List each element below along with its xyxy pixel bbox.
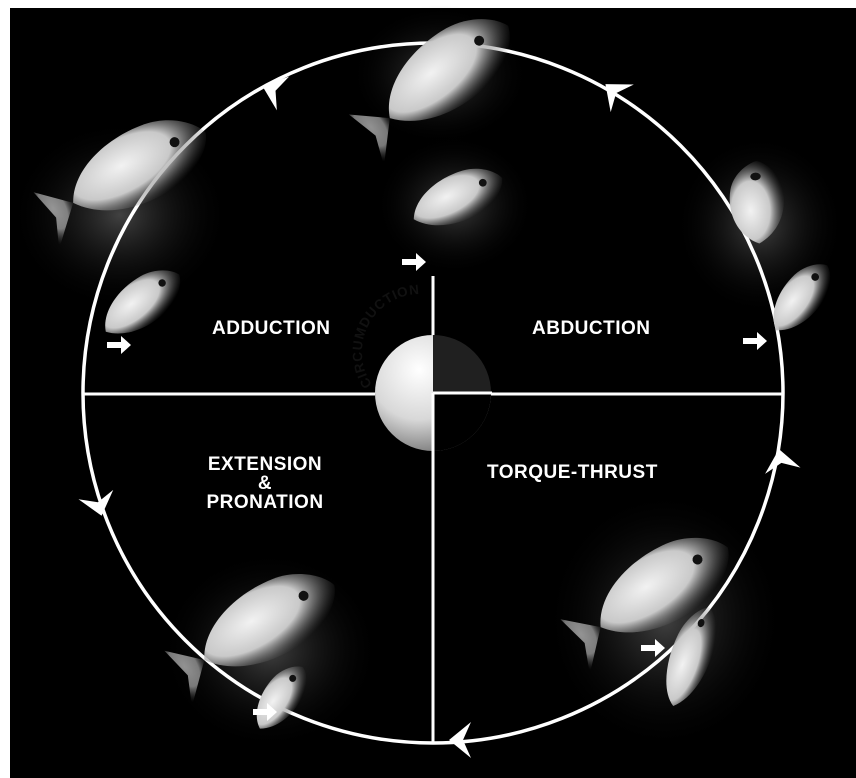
pronation-text: PRONATION xyxy=(190,493,340,512)
pointer-arrow-icon xyxy=(743,332,767,350)
torque-thrust-label: TORQUE-THRUST xyxy=(487,462,658,484)
abduction-label: ABDUCTION xyxy=(532,318,651,340)
extension-text: EXTENSION xyxy=(190,455,340,474)
pointer-arrow-icon xyxy=(107,336,131,354)
adduction-label: ADDUCTION xyxy=(212,318,331,340)
extension-pronation-label: EXTENSION & PRONATION xyxy=(190,455,340,512)
chevron-arrow-icon xyxy=(594,70,634,112)
circumduction-sphere xyxy=(375,335,492,452)
chevron-arrow-icon xyxy=(761,446,800,474)
ampersand-text: & xyxy=(190,474,340,493)
